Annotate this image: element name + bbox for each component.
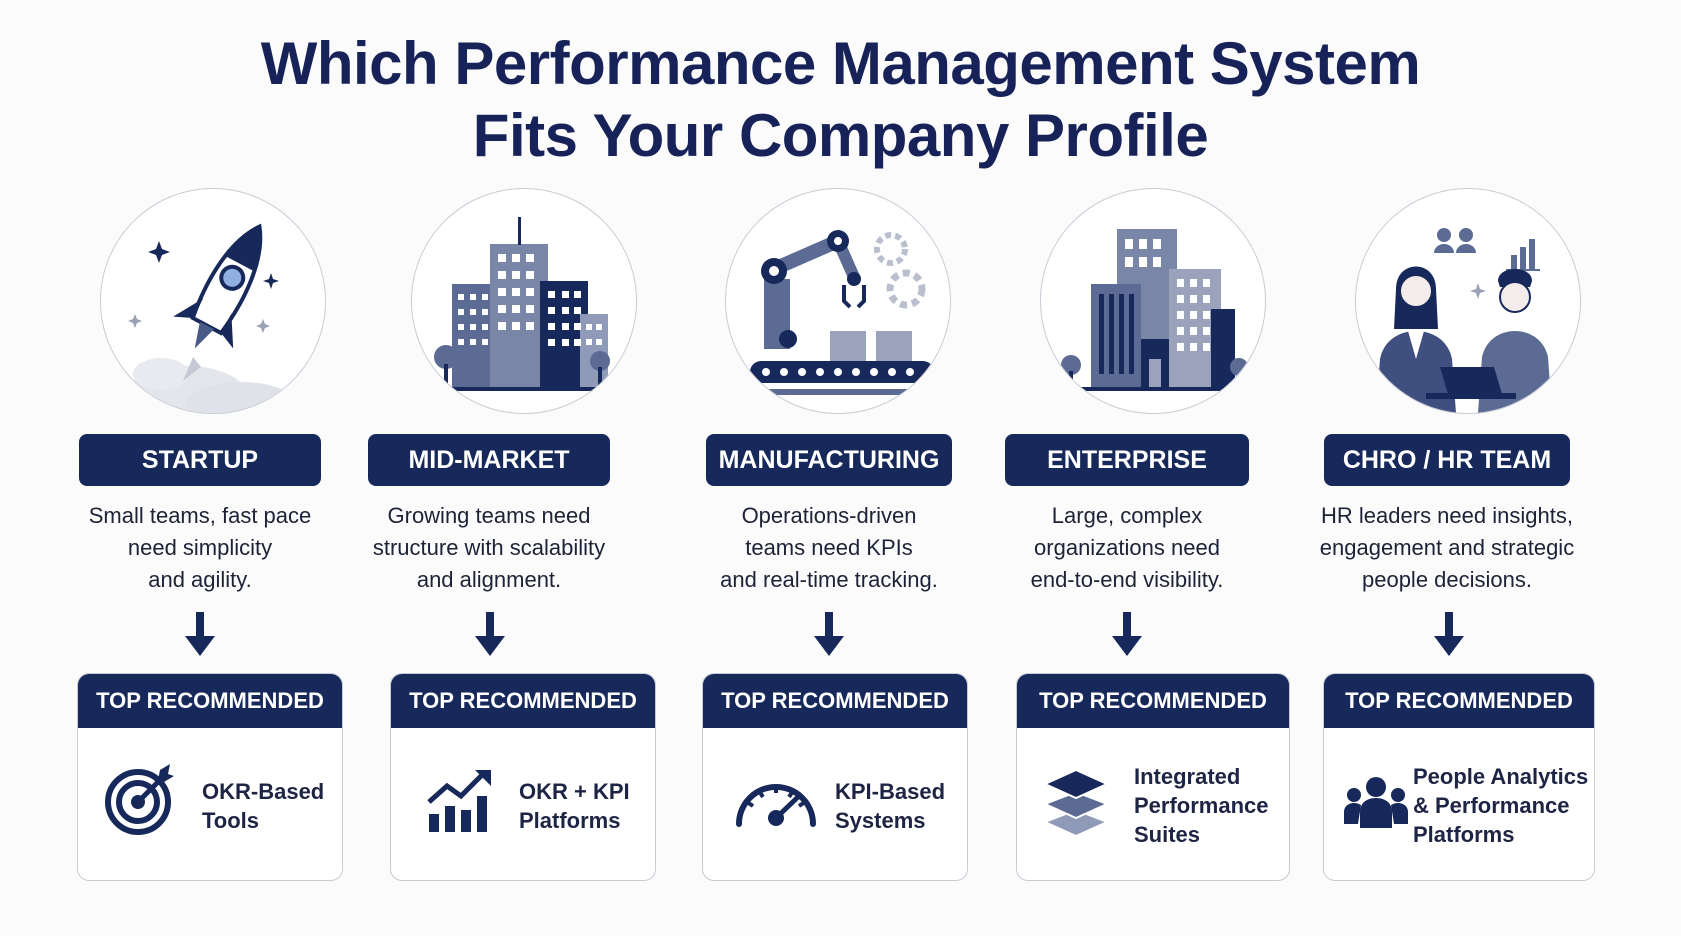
description-line: and agility.: [148, 567, 252, 592]
card-heading: TOP RECOMMENDED: [78, 674, 342, 728]
description-line: people decisions.: [1361, 567, 1532, 592]
recommendation-line: Systems: [835, 808, 926, 833]
recommendation-text: Integrated Performance Suites: [1134, 762, 1269, 849]
profile-label: MID-MARKET: [368, 434, 610, 486]
profile-label: MANUFACTURING: [706, 434, 952, 486]
profile-column-startup: STARTUP Small teams, fast pace need simp…: [55, 0, 345, 936]
card-heading: TOP RECOMMENDED: [703, 674, 967, 728]
arrow-down-icon: [475, 612, 505, 656]
recommendation-card: TOP RECOMMENDED People Analytics & Perfo…: [1323, 673, 1595, 881]
hr-team-illustration: [1355, 188, 1581, 414]
profile-description: Operations-driven teams need KPIs and re…: [684, 500, 974, 596]
people-group-icon: [1344, 777, 1408, 828]
description-line: organizations need: [1034, 535, 1220, 560]
profile-column-hr-team: CHRO / HR TEAM HR leaders need insights,…: [1320, 0, 1612, 936]
card-heading: TOP RECOMMENDED: [391, 674, 655, 728]
profile-description: Large, complex organizations need end-to…: [982, 500, 1272, 596]
target-icon: [105, 764, 174, 835]
recommendation-line: & Performance: [1413, 793, 1570, 818]
description-line: Growing teams need: [387, 503, 591, 528]
arrow-down-icon: [814, 612, 844, 656]
card-heading: TOP RECOMMENDED: [1017, 674, 1289, 728]
profile-label: STARTUP: [79, 434, 321, 486]
title-line-1: Which Performance Management System: [260, 30, 1421, 97]
recommendation-text: OKR + KPI Platforms: [519, 777, 630, 835]
description-line: structure with scalability: [372, 535, 606, 560]
description-line: Operations-driven: [741, 503, 917, 528]
arrow-down-icon: [185, 612, 215, 656]
description-line: Large, complex: [1051, 503, 1203, 528]
robot-arm-conveyor-illustration: [725, 188, 951, 414]
recommendation-line: Tools: [202, 808, 260, 833]
recommendation-line: People Analytics: [1413, 764, 1589, 789]
page-title: Which Performance Management System Fits…: [0, 28, 1681, 172]
recommendation-line: Integrated: [1134, 764, 1241, 789]
recommendation-text: KPI-Based Systems: [835, 777, 945, 835]
card-heading: TOP RECOMMENDED: [1324, 674, 1594, 728]
description-line: and real-time tracking.: [720, 567, 938, 592]
description-line: and alignment.: [416, 567, 562, 592]
profile-description: Small teams, fast pace need simplicity a…: [55, 500, 345, 596]
recommendation-line: Suites: [1134, 822, 1201, 847]
description-line: need simplicity: [127, 535, 273, 560]
office-tower-illustration: [1040, 188, 1266, 414]
recommendation-card: TOP RECOMMENDED KPI-Based Systems: [702, 673, 968, 881]
recommendation-line: Platforms: [1413, 822, 1515, 847]
profile-column-manufacturing: MANUFACTURING Operations-driven teams ne…: [700, 0, 990, 936]
description-line: teams need KPIs: [745, 535, 913, 560]
profile-label: CHRO / HR TEAM: [1324, 434, 1570, 486]
recommendation-line: Platforms: [519, 808, 621, 833]
description-line: engagement and strategic: [1319, 535, 1575, 560]
gauge-icon: [736, 784, 816, 827]
profile-description: Growing teams need structure with scalab…: [344, 500, 634, 596]
recommendation-line: OKR-Based: [202, 779, 325, 804]
recommendation-text: People Analytics & Performance Platforms: [1413, 762, 1588, 849]
city-buildings-illustration: [411, 188, 637, 414]
title-line-2: Fits Your Company Profile: [472, 102, 1209, 169]
profile-label: ENTERPRISE: [1005, 434, 1249, 486]
recommendation-text: OKR-Based Tools: [202, 777, 324, 835]
growth-chart-icon: [427, 770, 491, 832]
layers-icon: [1043, 768, 1109, 838]
recommendation-card: TOP RECOMMENDED Integrated Performance S…: [1016, 673, 1290, 881]
arrow-down-icon: [1112, 612, 1142, 656]
profile-column-enterprise: ENTERPRISE Large, complex organizations …: [1005, 0, 1300, 936]
profile-column-mid-market: MID-MARKET Growing teams need structure …: [366, 0, 656, 936]
recommendation-card: TOP RECOMMENDED OKR + KPI Platforms: [390, 673, 656, 881]
recommendation-line: OKR + KPI: [519, 779, 630, 804]
arrow-down-icon: [1434, 612, 1464, 656]
description-line: end-to-end visibility.: [1030, 567, 1224, 592]
recommendation-line: KPI-Based: [835, 779, 946, 804]
rocket-illustration: [100, 188, 326, 414]
recommendation-line: Performance: [1134, 793, 1269, 818]
recommendation-card: TOP RECOMMENDED OKR-Based Tools: [77, 673, 343, 881]
description-line: Small teams, fast pace: [88, 503, 312, 528]
profile-description: HR leaders need insights, engagement and…: [1302, 500, 1592, 596]
description-line: HR leaders need insights,: [1321, 503, 1573, 528]
